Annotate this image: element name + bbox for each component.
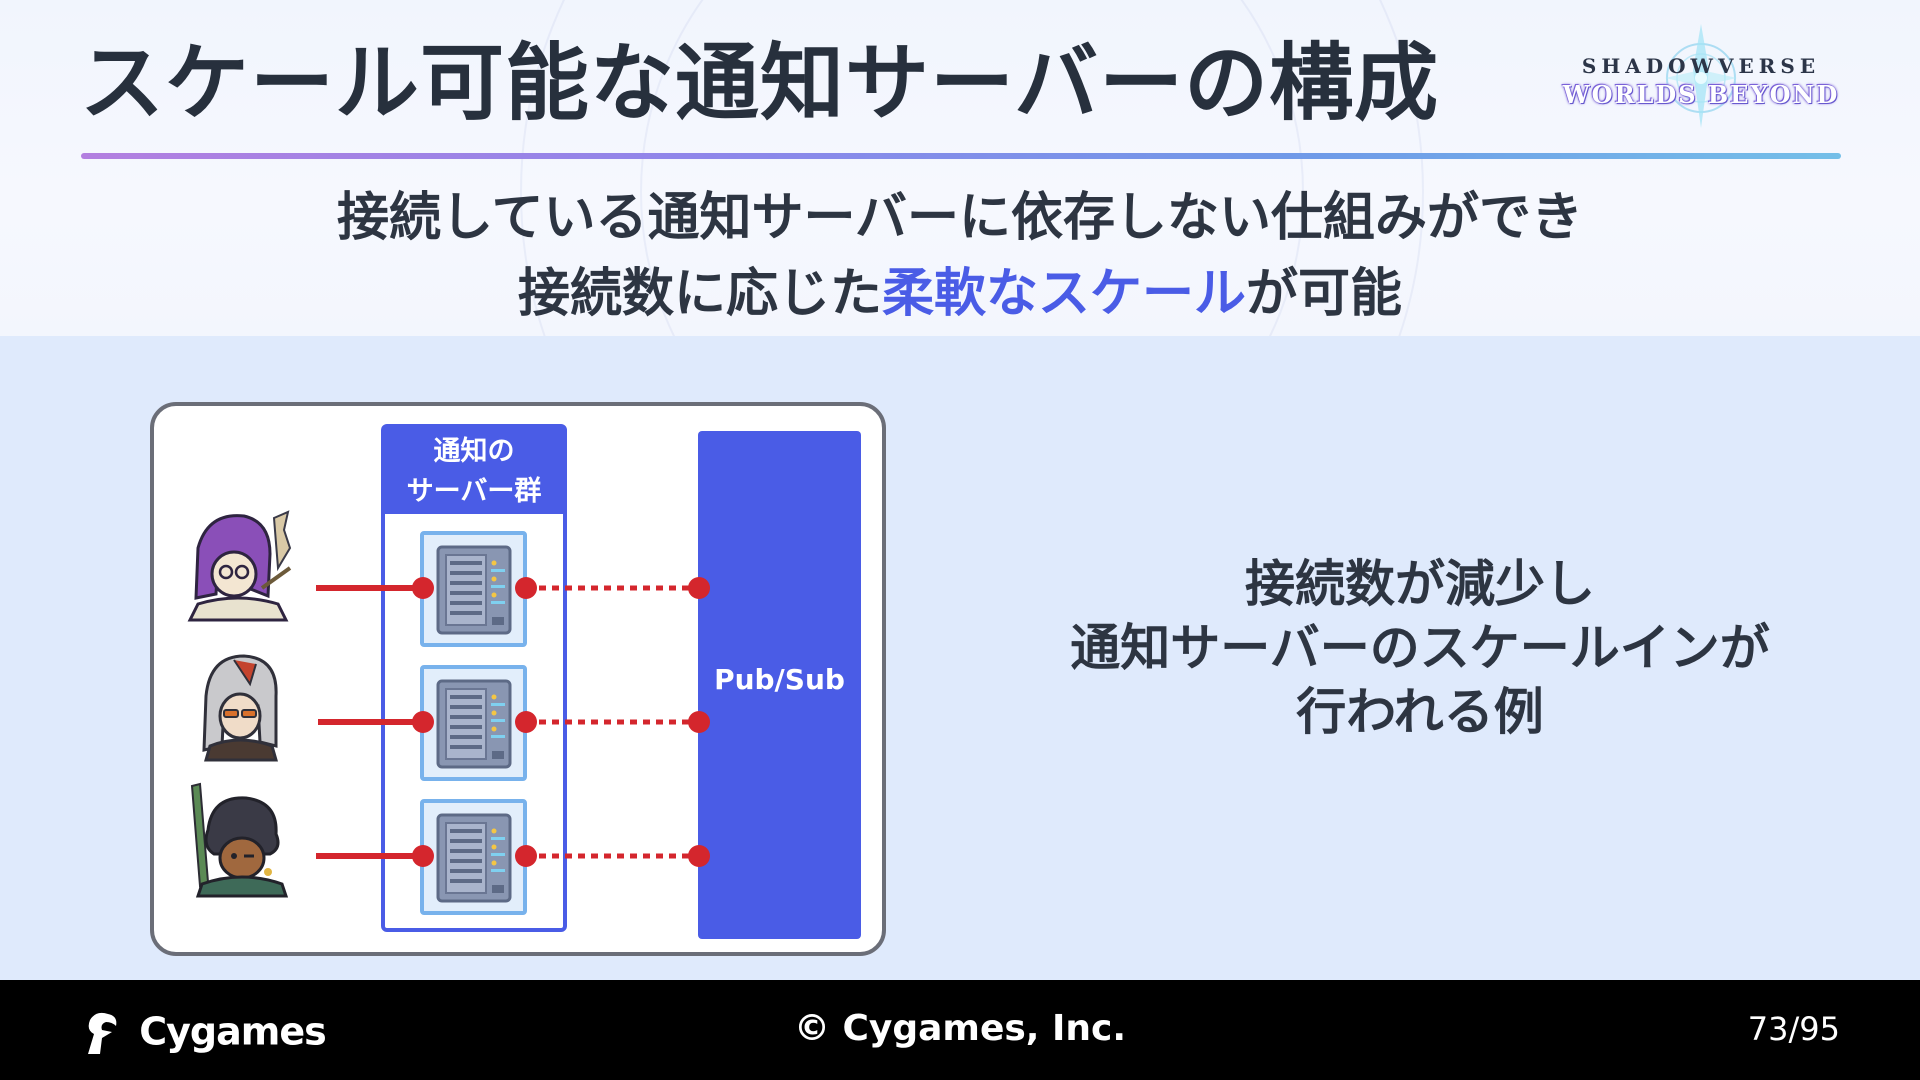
caption-line-3: 行われる例 — [1296, 683, 1544, 741]
server-group-label: 通知の サーバー群 — [385, 428, 563, 514]
brand-name: Cygames — [139, 1009, 326, 1054]
dark-hair-character-avatar-icon — [190, 782, 289, 898]
pubsub-label: Pub/Sub — [714, 663, 845, 696]
footer: Cygames © Cygames, Inc. 73/95 — [0, 980, 1920, 1080]
cygames-logo: Cygames — [82, 1004, 327, 1054]
subtitle-text: が可能 — [1246, 264, 1403, 324]
copyright: © Cygames, Inc. — [793, 1008, 1127, 1049]
subtitle-highlight: 柔軟なスケール — [881, 264, 1246, 324]
subtitle-line-2: 接続数に応じた柔軟なスケールが可能 — [0, 256, 1920, 332]
cygames-mark-icon — [88, 1012, 117, 1054]
notification-server — [420, 665, 527, 781]
caption-line-1: 接続数が減少し — [1245, 555, 1595, 613]
subtitle-text: 接続数に応じた — [517, 264, 882, 324]
silver-hair-glasses-character-avatar-icon — [202, 654, 278, 762]
logo-text-top: SHADOWVERSE — [1581, 54, 1821, 78]
server-rack-icon — [436, 679, 512, 769]
logo-text-bottom: WORLDS BEYOND — [1562, 80, 1840, 109]
pubsub-block: Pub/Sub — [698, 431, 861, 939]
background-decoration — [640, 0, 1304, 336]
server-rack-icon — [436, 545, 512, 635]
server-group-label-line-2: サーバー群 — [406, 476, 542, 507]
notification-server — [420, 531, 527, 647]
caption-line-2: 通知サーバーのスケールインが — [1070, 619, 1770, 677]
subtitle-line-1: 接続している通知サーバーに依存しない仕組みができ — [337, 188, 1583, 248]
subtitle: 接続している通知サーバーに依存しない仕組みができ 接続数に応じた柔軟なスケールが… — [0, 180, 1920, 332]
server-group-label-line-1: 通知の — [433, 436, 515, 467]
server-rack-icon — [436, 813, 512, 903]
header-area: スケール可能な通知サーバーの構成 SHADOWVERSE WORLDS BEYO… — [0, 0, 1920, 336]
crystal-emblem-icon — [1665, 24, 1737, 128]
game-logo: SHADOWVERSE WORLDS BEYOND — [1556, 20, 1846, 130]
purple-hair-character-avatar-icon — [187, 510, 292, 622]
background-decoration — [520, 0, 1424, 336]
page-number: 73/95 — [1747, 1010, 1840, 1048]
title-divider — [81, 153, 1841, 159]
diagram-caption: 接続数が減少し 通知サーバーのスケールインが 行われる例 — [1020, 552, 1820, 744]
page-title: スケール可能な通知サーバーの構成 — [80, 34, 1440, 132]
notification-server — [420, 799, 527, 915]
